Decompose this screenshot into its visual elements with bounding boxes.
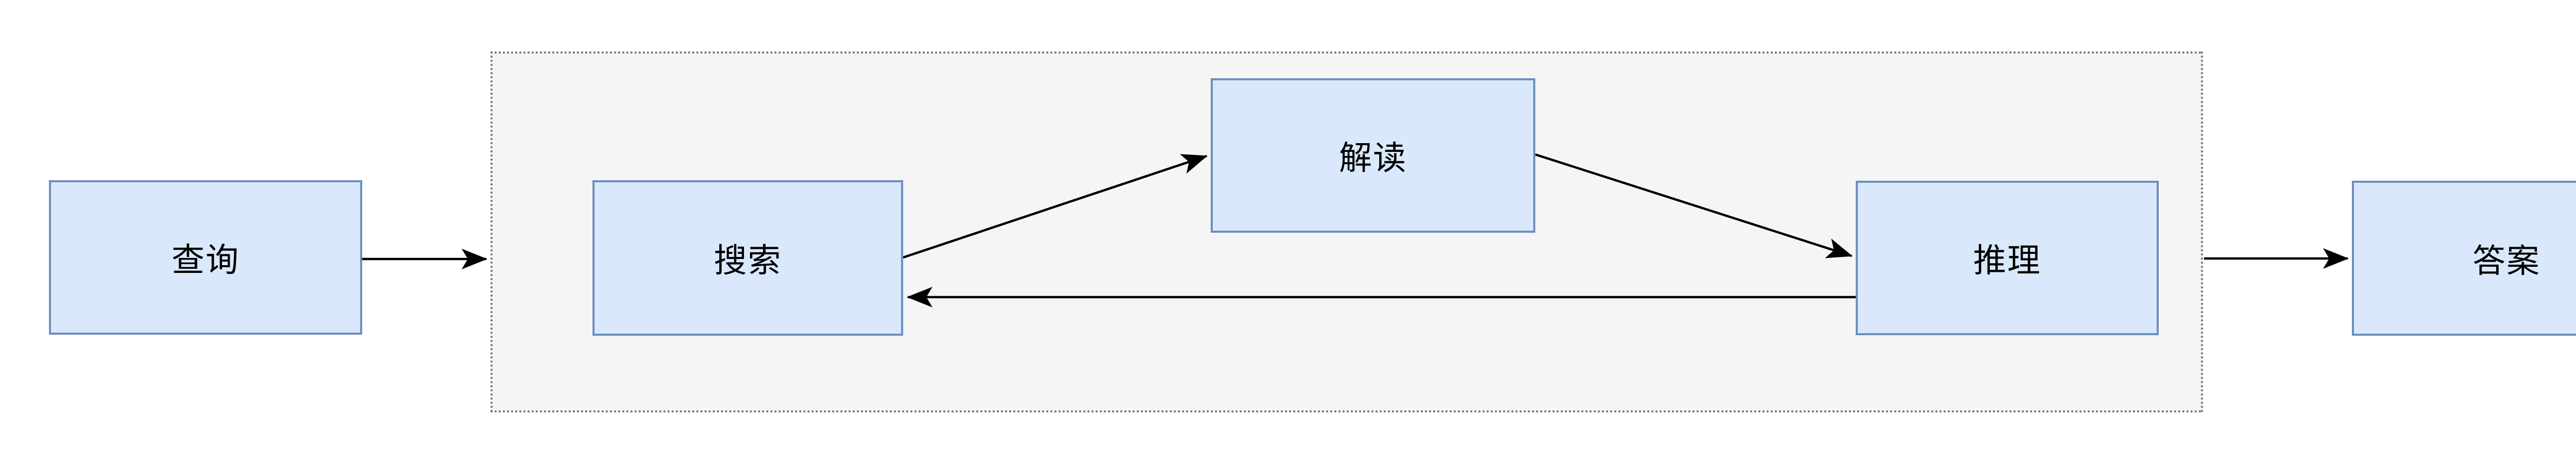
node-interpret: 解读 [1211,78,1535,233]
node-answer: 答案 [2352,181,2576,336]
node-query: 查询 [49,180,362,335]
node-answer-label: 答案 [2472,242,2540,280]
node-reason-label: 推理 [1973,242,2041,279]
connector-search-to-interpret [903,154,1208,259]
node-reason: 推理 [1856,181,2159,335]
node-query-label: 查询 [172,241,240,279]
node-search: 搜索 [592,180,903,336]
connector-interpret-to-reason [1535,153,1853,258]
node-search-label: 搜索 [714,242,782,279]
node-interpret-label: 解读 [1339,140,1407,177]
